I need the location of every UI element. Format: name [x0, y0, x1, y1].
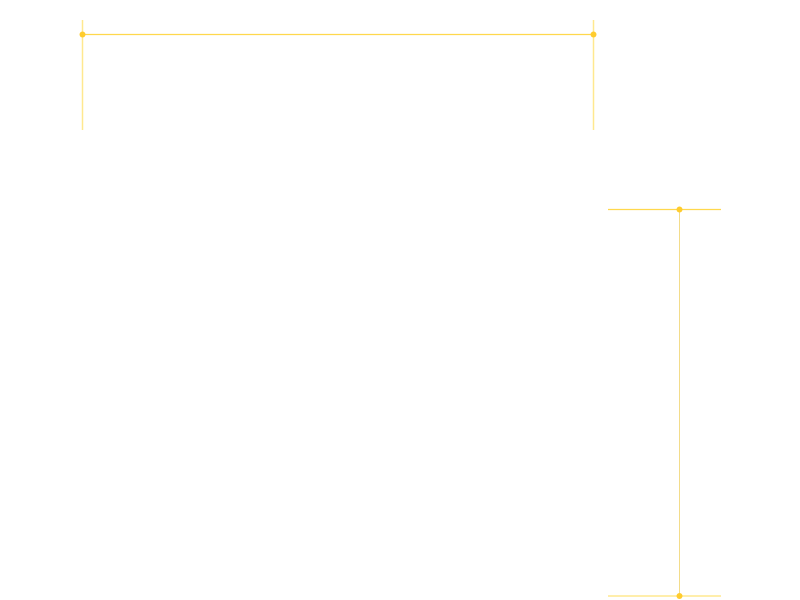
- dimension-handle-top[interactable]: [676, 206, 683, 213]
- vertical-dimension-guide: [608, 206, 721, 599]
- horizontal-dimension-guide: [79, 20, 597, 130]
- dimension-handle-right[interactable]: [590, 31, 597, 38]
- dimension-handle-bottom[interactable]: [676, 593, 683, 599]
- dimension-handle-left[interactable]: [79, 31, 86, 38]
